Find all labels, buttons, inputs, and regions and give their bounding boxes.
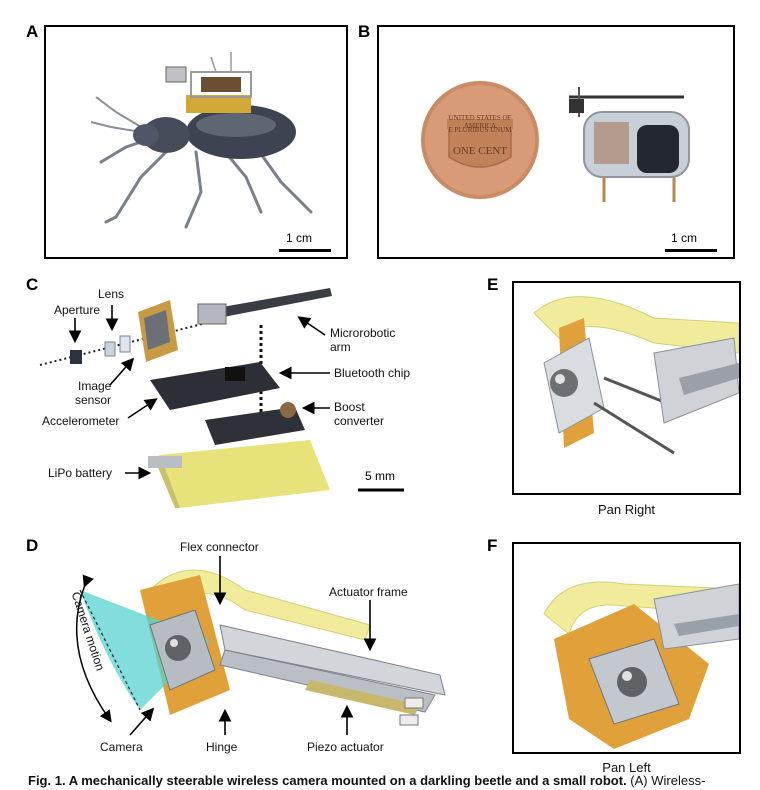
callout-accelerometer: Accelerometer bbox=[42, 414, 120, 428]
scale-label-a: 1 cm bbox=[286, 231, 313, 245]
figure-caption: Fig. 1. A mechanically steerable wireles… bbox=[28, 773, 760, 788]
callout-boost-converter-line2: converter bbox=[334, 414, 385, 428]
callout-microrobotic-arm-line1: Microrobotic bbox=[330, 326, 396, 340]
beetle-illustration bbox=[90, 52, 313, 229]
callout-bluetooth-chip: Bluetooth chip bbox=[334, 366, 411, 380]
callout-piezo-actuator: Piezo actuator bbox=[307, 740, 384, 754]
callout-actuator-frame: Actuator frame bbox=[329, 585, 408, 599]
panel-letter-a: A bbox=[26, 22, 39, 41]
coin-text-bottom: ONE CENT bbox=[452, 145, 508, 157]
scale-bar-b bbox=[665, 249, 717, 252]
panel-letter-c: C bbox=[26, 275, 39, 294]
panel-letter-d: D bbox=[26, 536, 39, 555]
figure-caption-rest: (A) Wireless- bbox=[626, 773, 706, 788]
panel-f-render bbox=[512, 542, 741, 754]
scale-bar-a bbox=[279, 249, 331, 252]
coin-text-top: UNITED STATES OF AMERICA bbox=[448, 114, 512, 130]
scale-label-c: 5 mm bbox=[365, 469, 395, 483]
penny-and-robot-illustration bbox=[421, 81, 690, 202]
caption-pan-left: Pan Left bbox=[602, 760, 651, 775]
callout-aperture: Aperture bbox=[54, 303, 101, 317]
callout-lens: Lens bbox=[98, 287, 125, 301]
callout-image-sensor-line2: sensor bbox=[75, 393, 112, 407]
callout-microrobotic-arm-line2: arm bbox=[330, 340, 351, 354]
coin-text-mid: E PLURIBUS UNUM bbox=[448, 126, 512, 134]
callout-flex-connector: Flex connector bbox=[180, 540, 259, 554]
caption-pan-right: Pan Right bbox=[597, 502, 656, 517]
callout-image-sensor-line1: Image bbox=[78, 379, 112, 393]
callout-hinge: Hinge bbox=[206, 740, 238, 754]
pan-left-render bbox=[543, 581, 739, 749]
panel-a-photo: 1 cm bbox=[44, 25, 348, 259]
pan-right-render bbox=[533, 296, 739, 455]
exploded-view-illustration bbox=[39, 288, 332, 508]
panel-letter-f: F bbox=[487, 536, 498, 555]
panel-letter-e: E bbox=[487, 275, 499, 294]
scale-label-b: 1 cm bbox=[671, 231, 698, 245]
panel-c-exploded-view: Aperture Lens Image sensor Accelerometer… bbox=[20, 270, 490, 510]
callout-lipo-battery: LiPo battery bbox=[48, 466, 113, 480]
panel-e-render bbox=[512, 281, 741, 495]
panel-d-diagram: Flex connector Actuator frame Camera mot… bbox=[20, 530, 490, 770]
callout-arrows-c bbox=[68, 305, 404, 492]
callout-camera: Camera bbox=[100, 740, 143, 754]
figure-caption-bold: Fig. 1. A mechanically steerable wireles… bbox=[28, 773, 627, 788]
panel-b-photo: UNITED STATES OF AMERICA E PLURIBUS UNUM… bbox=[377, 25, 735, 259]
panel-letter-b: B bbox=[358, 22, 371, 41]
steering-diagram bbox=[75, 556, 446, 736]
callout-boost-converter-line1: Boost bbox=[334, 400, 365, 414]
